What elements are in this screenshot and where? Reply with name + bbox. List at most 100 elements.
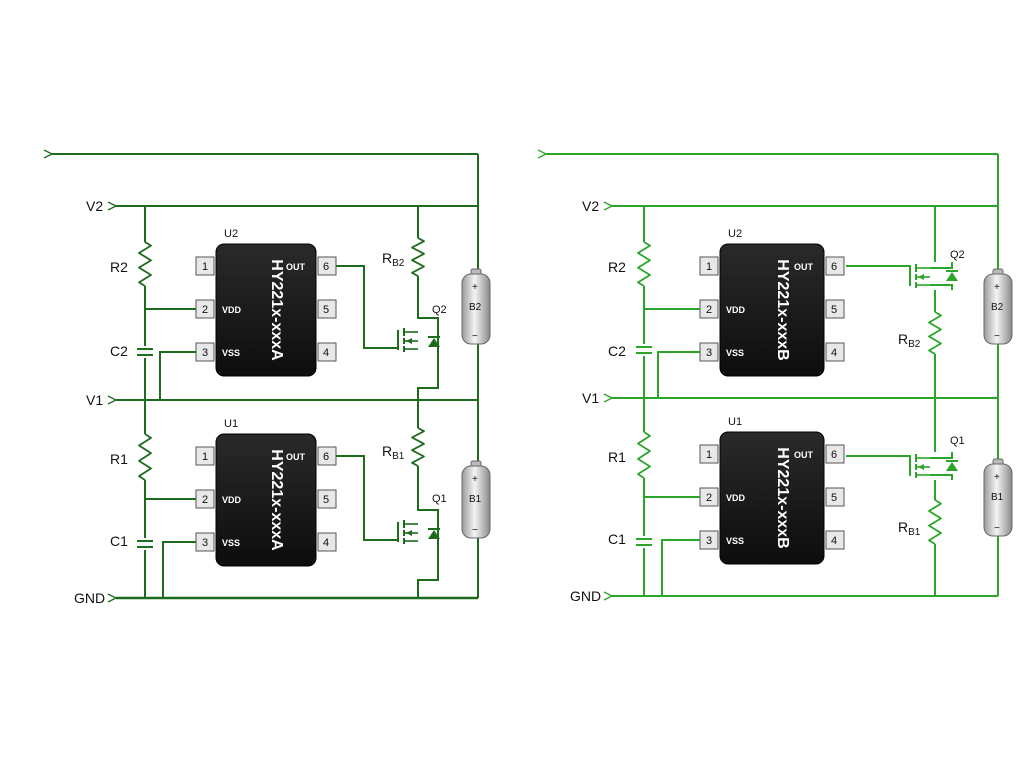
ic-pin-number: 5 <box>831 492 837 504</box>
left-circuit-variant-a: V2V1GNDR2C2R1C1123654VDDVSSOUTHY221x-xxx… <box>52 154 491 606</box>
diode-triangle <box>428 530 440 539</box>
ic-pin-number: 3 <box>202 537 208 549</box>
ic-pin-number: 3 <box>706 535 712 547</box>
battery-label: B2 <box>991 302 1004 313</box>
ic-body <box>215 433 317 567</box>
ic-pin-pad <box>195 446 215 466</box>
ic-vdd-label: VDD <box>222 305 242 315</box>
capacitor-c2 <box>636 346 652 354</box>
diode-triangle <box>946 462 958 471</box>
ic-pin-pad <box>699 256 719 276</box>
label-rb2: RB2 <box>898 331 921 350</box>
capacitor-c1 <box>137 540 153 548</box>
battery-label: B1 <box>991 492 1004 503</box>
ic-reference: U2 <box>224 228 238 240</box>
ic-pin-number: 4 <box>323 347 329 359</box>
ic-pin-pad <box>317 342 337 362</box>
resistor-rb2 <box>928 311 942 355</box>
resistor-rb2 <box>411 237 425 277</box>
ic-pin-pad <box>825 342 845 362</box>
wire <box>930 284 953 290</box>
ic-pin-pad <box>825 256 845 276</box>
ic-pin-number: 5 <box>831 304 837 316</box>
ic-pin-number: 1 <box>202 261 208 273</box>
ic-pin-pad <box>317 299 337 319</box>
ic-vdd-label: VDD <box>726 305 746 315</box>
battery-b2: + B2 − <box>461 268 491 345</box>
ic-pin-number: 5 <box>323 494 329 506</box>
wire <box>930 474 953 480</box>
resistor-r2 <box>637 241 651 287</box>
label-c2: C2 <box>608 343 626 359</box>
ic-pin-number: 1 <box>706 449 712 461</box>
ic-pin-number: 3 <box>706 347 712 359</box>
ic-pin-number: 2 <box>706 492 712 504</box>
ic-body <box>719 243 825 377</box>
rail-label-v1: V1 <box>86 392 103 408</box>
ic-part-number: HY221x-xxxB <box>774 259 791 360</box>
ic-out-label: OUT <box>286 262 306 272</box>
label-rb2: RB2 <box>382 250 405 269</box>
resistor-r1 <box>637 431 651 479</box>
label-rb1: RB1 <box>382 443 405 462</box>
wire <box>417 276 439 400</box>
ic-part-number: HY221x-xxxB <box>774 447 791 548</box>
battery-plus: + <box>472 282 478 293</box>
diode-triangle <box>946 272 958 281</box>
rail-label-v1: V1 <box>582 390 599 406</box>
resistor-rb1 <box>411 427 425 467</box>
battery-label: B1 <box>469 494 482 505</box>
label-rb1: RB1 <box>898 519 921 538</box>
rail-label-gnd: GND <box>570 588 601 604</box>
battery-body <box>983 463 1013 537</box>
diode-triangle <box>428 338 440 347</box>
battery-b1: +B1− <box>461 460 491 539</box>
ic-vss-label: VSS <box>222 538 240 548</box>
ic-pin-pad <box>195 256 215 276</box>
wire <box>930 262 953 269</box>
mosfet-arrow <box>406 530 412 536</box>
ic-reference: U1 <box>728 416 742 428</box>
ic-vdd-label: VDD <box>222 495 242 505</box>
mosfet-q2 <box>397 328 418 352</box>
diode-q1 <box>946 460 958 471</box>
ic-pin-number: 4 <box>831 347 837 359</box>
ic-pin-number: 2 <box>202 494 208 506</box>
ic-pin-number: 1 <box>706 261 712 273</box>
capacitor-c1 <box>636 538 652 546</box>
battery-plus: + <box>994 282 1000 293</box>
label-q2: Q2 <box>432 304 447 316</box>
battery-minus: − <box>472 331 478 342</box>
ic-pin-pad <box>825 299 845 319</box>
resistor-r2 <box>138 241 152 287</box>
label-r2: R2 <box>608 259 626 275</box>
label-q1: Q1 <box>432 493 447 505</box>
ic-pin-pad <box>699 444 719 464</box>
ic-pin-number: 6 <box>323 261 329 273</box>
label-c1: C1 <box>110 533 128 549</box>
mosfet-arrow <box>918 274 924 280</box>
battery-label: B2 <box>469 302 482 313</box>
battery-plus: + <box>472 474 478 485</box>
ic-part-number: HY221x-xxxA <box>268 259 285 361</box>
ic-pin-number: 4 <box>323 537 329 549</box>
vss-wire-u1 <box>661 539 700 596</box>
ic-pin-number: 6 <box>831 261 837 273</box>
resistor-rb1 <box>928 499 942 545</box>
ic-out-label: OUT <box>794 262 814 272</box>
ic-pin-number: 2 <box>202 304 208 316</box>
rail-label-v2: V2 <box>582 198 599 214</box>
wire <box>930 452 953 459</box>
ic-reference: U2 <box>728 228 742 240</box>
ic-pin-pad <box>825 530 845 550</box>
rail-label-gnd: GND <box>74 590 105 606</box>
gate-wire-q1 <box>846 455 911 466</box>
ic-pin-pad <box>317 532 337 552</box>
vss-wire-u2 <box>657 351 700 398</box>
right-circuit-variant-b: V2V1GNDR2C2R1C1123654VDDVSSOUTHY221x-xxx… <box>546 154 1013 604</box>
gate-wire-q1 <box>336 455 398 541</box>
